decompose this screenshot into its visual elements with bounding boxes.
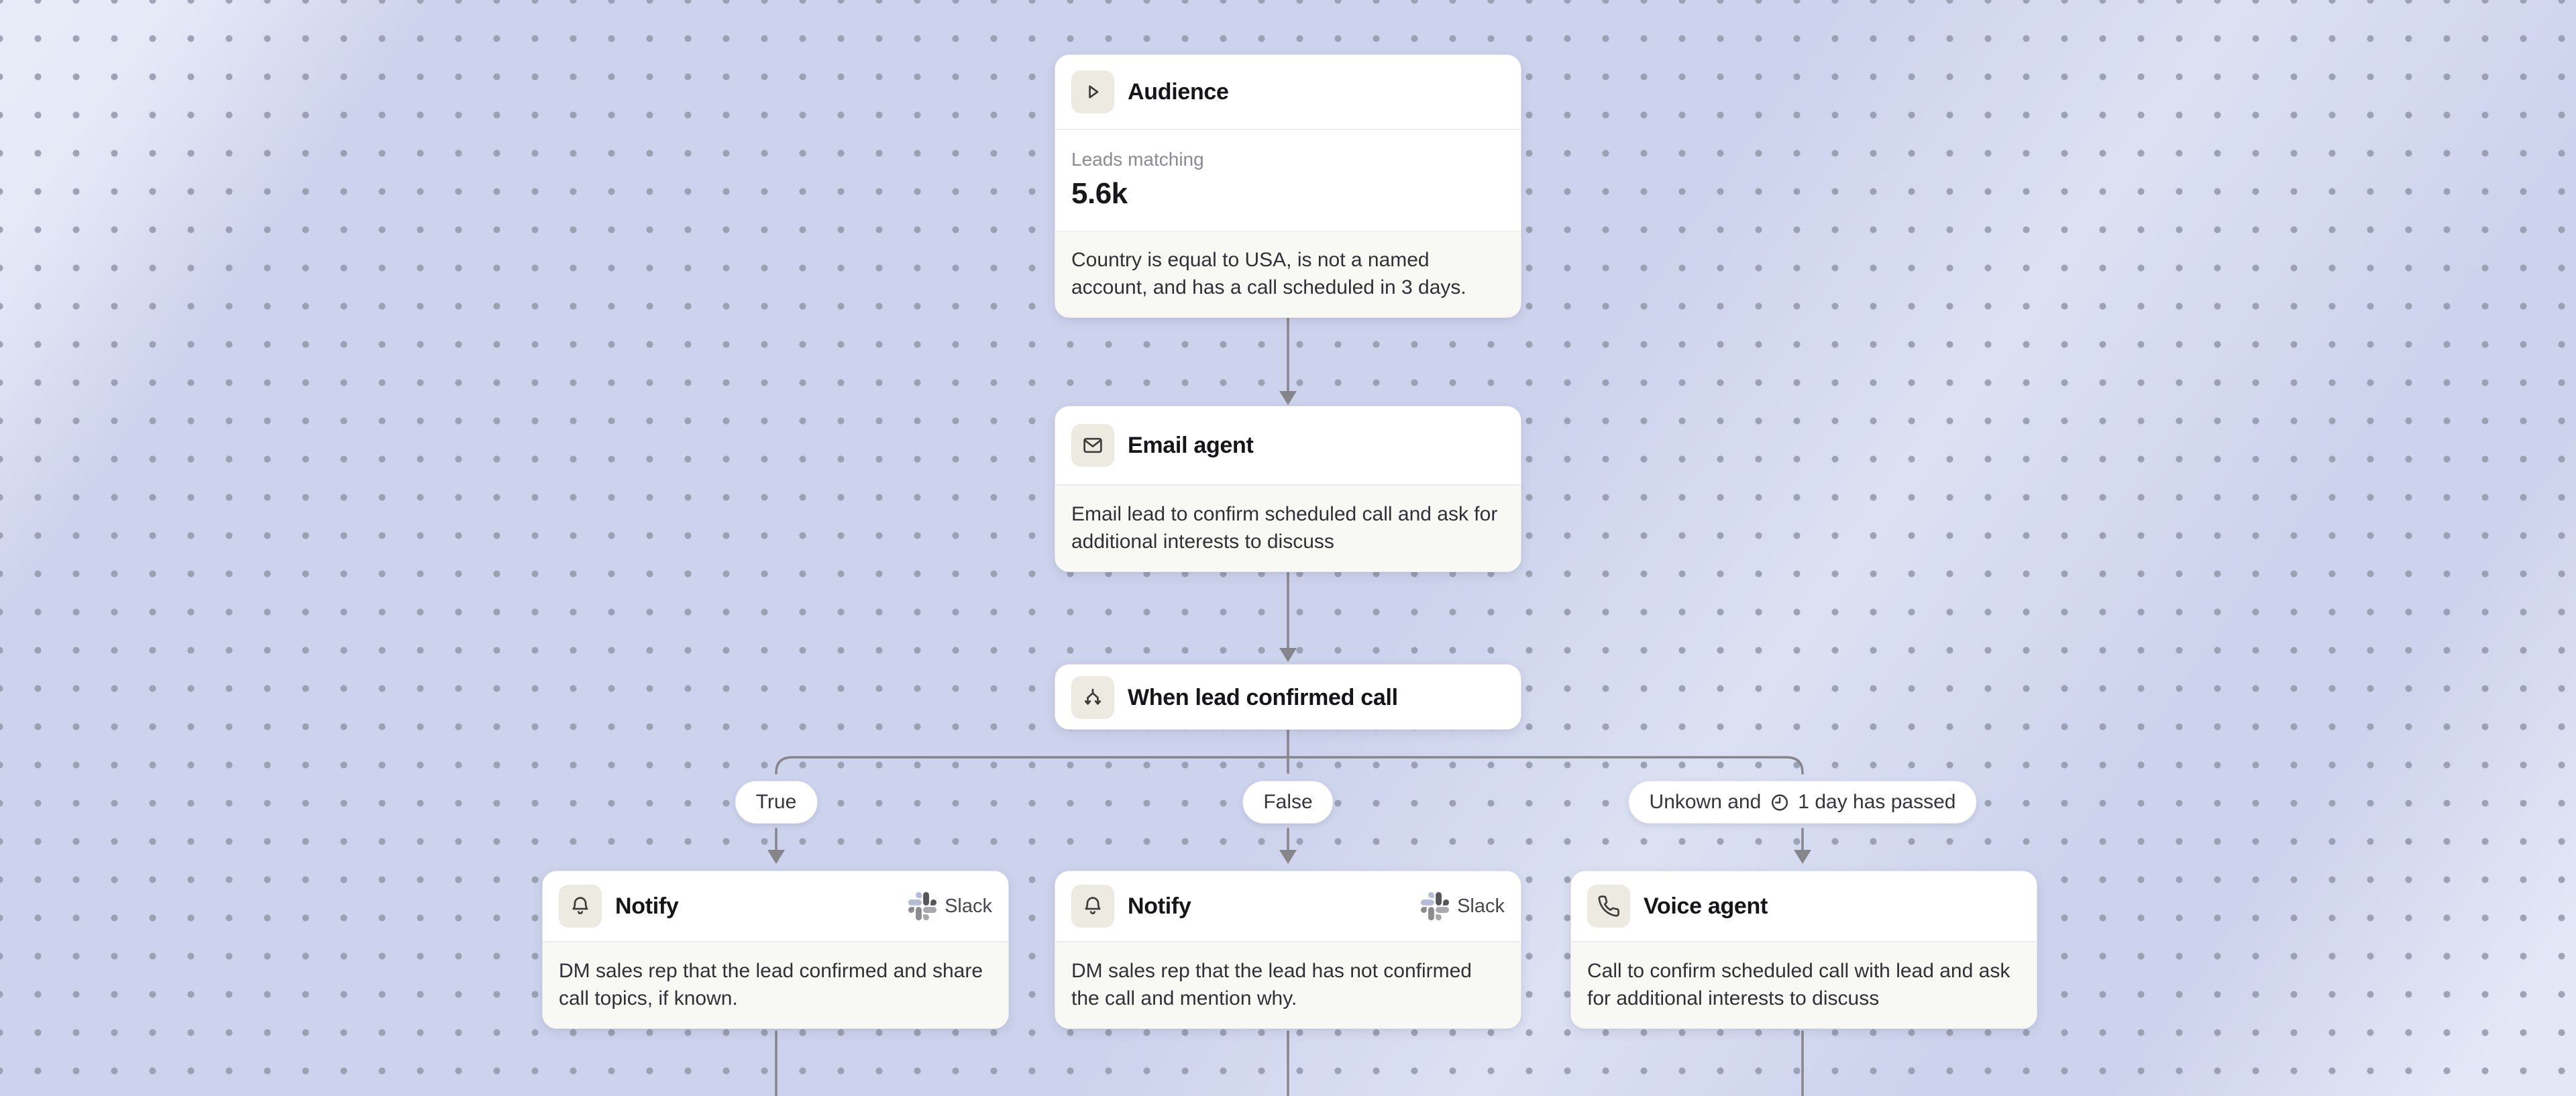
notify-description: DM sales rep that the lead has not confi… <box>1055 942 1521 1028</box>
node-condition[interactable]: When lead confirmed call <box>1055 664 1521 730</box>
branch-label: False <box>1263 791 1313 813</box>
mail-icon <box>1071 424 1114 467</box>
section-divider <box>1055 484 1521 486</box>
node-title: Audience <box>1128 78 1229 105</box>
voice-agent-header: Voice agent <box>1571 871 2037 941</box>
node-email-agent[interactable]: Email agent Email lead to confirm schedu… <box>1055 406 1521 572</box>
branch-label-suffix: 1 day has passed <box>1798 791 1956 813</box>
play-icon <box>1071 70 1114 113</box>
integration-badge: Slack <box>1421 892 1505 920</box>
bell-icon <box>559 885 602 928</box>
notify-description: DM sales rep that the lead confirmed and… <box>543 942 1008 1028</box>
section-divider <box>1571 941 2037 942</box>
node-notify-false[interactable]: Notify Slack DM sales rep that the lead … <box>1055 871 1521 1029</box>
node-notify-true[interactable]: Notify Slack DM sales rep that the lead … <box>542 871 1009 1029</box>
slack-icon <box>1421 892 1450 920</box>
leads-matching-value: 5.6k <box>1071 176 1128 210</box>
node-voice-agent[interactable]: Voice agent Call to confirm scheduled ca… <box>1570 871 2037 1029</box>
branch-pill-true[interactable]: True <box>735 781 818 824</box>
node-title: When lead confirmed call <box>1128 684 1398 710</box>
audience-stats: Leads matching 5.6k <box>1055 129 1521 231</box>
notify-header: Notify Slack <box>1055 871 1521 941</box>
condition-header: When lead confirmed call <box>1055 665 1521 730</box>
integration-badge: Slack <box>908 892 992 920</box>
node-audience[interactable]: Audience Leads matching 5.6k Country is … <box>1055 54 1521 318</box>
node-title: Voice agent <box>1644 893 1768 919</box>
section-divider <box>1055 129 1521 130</box>
leads-matching-label: Leads matching <box>1071 148 1204 170</box>
section-divider <box>543 941 1008 942</box>
notify-header: Notify Slack <box>543 871 1008 941</box>
branch-label-prefix: Unkown and <box>1649 791 1762 813</box>
section-divider <box>1055 230 1521 231</box>
node-title: Notify <box>1128 893 1191 919</box>
voice-agent-description: Call to confirm scheduled call with lead… <box>1571 942 2037 1028</box>
slack-icon <box>908 892 937 920</box>
email-agent-header: Email agent <box>1055 406 1521 484</box>
audience-header: Audience <box>1055 55 1521 129</box>
branch-pill-unknown[interactable]: Unkown and 1 day has passed <box>1628 781 1977 824</box>
section-divider <box>1055 941 1521 942</box>
branch-pill-false[interactable]: False <box>1242 781 1334 824</box>
clock-icon <box>1771 793 1788 811</box>
branch-label: True <box>755 791 797 813</box>
email-agent-description: Email lead to confirm scheduled call and… <box>1055 485 1521 571</box>
integration-label: Slack <box>945 895 992 917</box>
integration-label: Slack <box>1457 895 1505 917</box>
node-title: Email agent <box>1128 432 1254 458</box>
audience-description: Country is equal to USA, is not a named … <box>1055 231 1521 317</box>
branch-split-icon <box>1071 676 1114 719</box>
node-title: Notify <box>615 893 679 919</box>
phone-icon <box>1587 885 1630 928</box>
bell-icon <box>1071 885 1114 928</box>
